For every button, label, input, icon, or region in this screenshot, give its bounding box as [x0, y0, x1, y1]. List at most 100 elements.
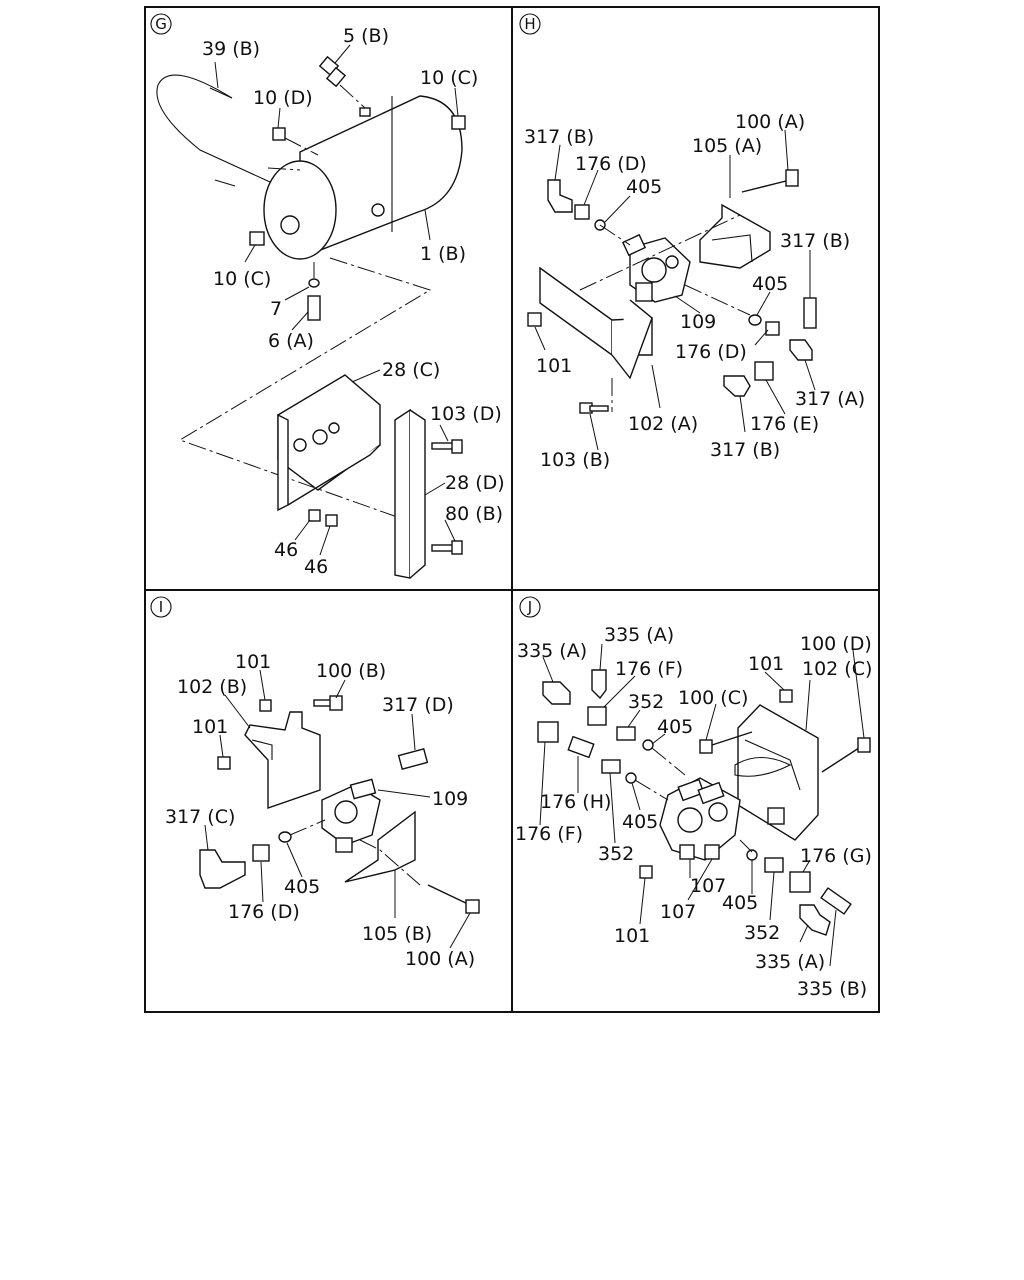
washer-405-right-drawing [748, 314, 762, 326]
valve-6a-drawing [307, 295, 321, 321]
plug-10d-drawing [272, 127, 286, 141]
label-405-i: 405 [284, 876, 320, 898]
label-100c: 100 (C) [678, 687, 748, 709]
label-335a-left: 335 (A) [517, 640, 587, 662]
elbow-317b-top-drawing [547, 179, 573, 213]
label-176d-bottom: 176 (D) [675, 341, 747, 363]
label-103d: 103 (D) [430, 403, 502, 425]
label-405-mid: 405 [622, 811, 658, 833]
label-405-bottom: 405 [722, 892, 758, 914]
label-80b: 80 (B) [445, 503, 503, 525]
fitting-176f-top-drawing [587, 706, 607, 726]
label-176f-top: 176 (F) [615, 658, 683, 680]
label-335a-bottom: 335 (A) [755, 951, 825, 973]
fitting-5b-drawing [318, 55, 347, 88]
bracket-102a-drawing [539, 266, 653, 380]
fitting-352-top-drawing [616, 726, 636, 741]
fitting-176g-drawing [789, 871, 811, 893]
label-317c: 317 (C) [165, 806, 235, 828]
label-176d-i: 176 (D) [228, 901, 300, 923]
label-101: 101 [536, 355, 572, 377]
label-352-bottom: 352 [744, 922, 780, 944]
label-100a: 100 (A) [735, 111, 805, 133]
label-100b: 100 (B) [316, 660, 386, 682]
fitting-176f-left-drawing [537, 721, 559, 743]
tee-335a-drawing [591, 669, 607, 700]
nut-101-left-drawing [217, 756, 231, 770]
label-46b: 46 [304, 556, 328, 578]
bolt-103b-drawing [579, 402, 609, 414]
panel-j-marker-text: J [527, 598, 532, 616]
panel-i-leader-lines [204, 669, 471, 949]
label-10c-left: 10 (C) [213, 268, 271, 290]
panel-j-marker: J [519, 596, 541, 618]
label-5b: 5 (B) [343, 25, 389, 47]
panel-g-leader-lines [214, 44, 459, 556]
label-28c: 28 (C) [382, 359, 440, 381]
bolt-100a-drawing [741, 169, 799, 193]
panel-i: I [150, 596, 480, 970]
elbow-317b-bottom-drawing [723, 375, 751, 397]
label-46a: 46 [274, 539, 298, 561]
panel-g-marker: G [150, 13, 172, 35]
label-102a: 102 (A) [628, 413, 698, 435]
label-100d: 100 (D) [800, 633, 872, 655]
label-176h: 176 (H) [540, 791, 611, 813]
label-317b-right: 317 (B) [780, 230, 850, 252]
cover-105a-drawing [699, 203, 771, 269]
fitting-176d-bottom-drawing [765, 321, 780, 336]
fitting-176d-drawing-i [252, 844, 270, 862]
plug-10c-left-drawing [249, 231, 265, 246]
panel-g-marker-text: G [155, 15, 167, 33]
label-107b: 107 [660, 901, 696, 923]
valve-109-drawing [621, 233, 691, 303]
label-176f-left: 176 (F) [515, 823, 583, 845]
panel-i-marker-text: I [159, 598, 163, 616]
label-101-top-j: 101 [748, 653, 784, 675]
panel-h-marker: H [519, 13, 541, 35]
hose-drawing [156, 74, 271, 183]
nut-101-bottom-drawing-j [639, 865, 653, 879]
washer-405-top-drawing-j [642, 739, 654, 751]
label-176e: 176 (E) [750, 413, 819, 435]
label-317a: 317 (A) [795, 388, 865, 410]
label-317b-bottom: 317 (B) [710, 439, 780, 461]
elbow-317b-right-drawing [803, 297, 817, 329]
nut-101-drawing [527, 312, 542, 327]
label-101-bottom-j: 101 [614, 925, 650, 947]
valve-assembly-drawing [659, 777, 741, 861]
elbow-317a-drawing [789, 339, 813, 361]
bracket-102b-drawing [244, 711, 321, 809]
bolt-103d-drawing [431, 439, 463, 454]
label-107a: 107 [690, 875, 726, 897]
panel-h: H [519, 13, 865, 471]
bracket-102c-drawing [734, 704, 819, 841]
label-39b: 39 (B) [202, 38, 260, 60]
label-317b-top: 317 (B) [524, 126, 594, 148]
elbow-317c-drawing [199, 849, 246, 889]
label-176d-top: 176 (D) [575, 153, 647, 175]
nut-101-top-drawing [259, 699, 272, 712]
label-335a-top: 335 (A) [604, 624, 674, 646]
panel-h-leader-lines [534, 129, 816, 451]
label-6a: 6 (A) [268, 330, 314, 352]
panel-g: G [150, 13, 505, 579]
label-105b: 105 (B) [362, 923, 432, 945]
panel-j-leader-lines [539, 643, 865, 967]
fitting-335b-drawing [820, 887, 852, 915]
valve-109-drawing-i [321, 778, 381, 853]
bracket-28c-drawing [277, 374, 381, 512]
fitting-317d-drawing [397, 748, 429, 770]
label-405-top: 405 [626, 176, 662, 198]
label-109-i: 109 [432, 788, 468, 810]
bolt-100b-drawing [313, 695, 343, 711]
bolt-100d-drawing [821, 737, 871, 773]
label-102c: 102 (C) [802, 658, 872, 680]
bolt-80b-drawing [431, 540, 463, 555]
label-1b: 1 (B) [420, 243, 466, 265]
nut-101-top-drawing-j [779, 689, 793, 703]
washer-7-drawing [308, 278, 320, 288]
fitting-176d-top-drawing [574, 204, 590, 220]
nut-46b-drawing [325, 514, 338, 527]
